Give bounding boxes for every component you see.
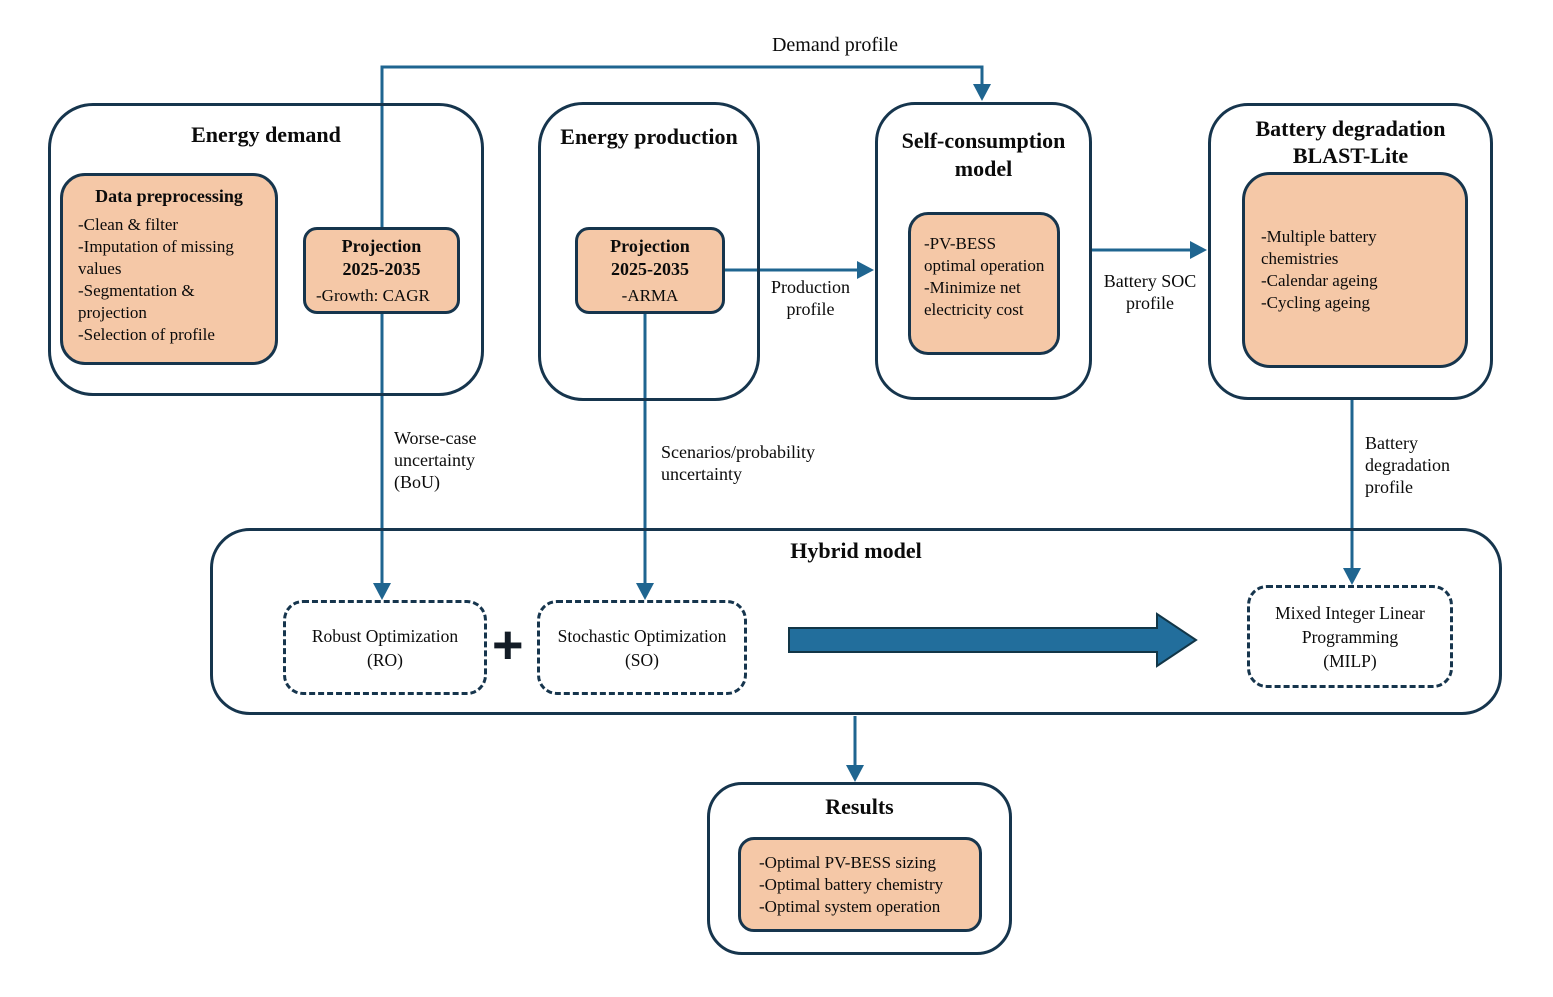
- production-projection-item: -ARMA: [621, 286, 679, 305]
- worse-case-uncertainty-label: Worse-case uncertainty (BoU): [394, 428, 477, 492]
- self-consumption-title2: model: [954, 156, 1013, 181]
- preprocessing-item: -Clean & filter: [78, 215, 179, 234]
- results-box: Results: [707, 782, 1012, 955]
- battery-degradation-arrowhead: [1343, 568, 1361, 585]
- demand-profile-line: [380, 65, 984, 593]
- scenarios-uncertainty-label: Scenarios/probability uncertainty: [661, 442, 815, 484]
- hybrid-model-box: Hybrid model: [210, 528, 1502, 715]
- production-profile-arrowhead: [857, 261, 874, 279]
- milp-abbrev: (MILP): [1323, 650, 1377, 671]
- results-item: -Optimal PV-BESS sizing: [759, 852, 936, 872]
- results-inner-box: -Optimal PV-BESS sizing -Optimal battery…: [738, 837, 982, 932]
- self-consumption-box: Self-consumption model: [875, 102, 1092, 400]
- results-arrowhead: [846, 765, 864, 782]
- worse-case-arrowhead: [373, 583, 391, 600]
- plus-operator: +: [492, 615, 524, 675]
- hybrid-model-title: Hybrid model: [790, 538, 922, 563]
- demand-projection-item: -Growth: CAGR: [316, 286, 430, 305]
- self-consumption-inner-box: -PV-BESS optimal operation -Minimize net…: [908, 212, 1060, 355]
- preprocessing-item: -Segmentation & projection: [78, 281, 195, 322]
- battery-degradation-box: Battery degradation BLAST-Lite: [1208, 103, 1493, 400]
- production-profile-label: Production profile: [771, 277, 850, 319]
- battery-degradation-inner-box: -Multiple battery chemistries -Calendar …: [1242, 172, 1468, 368]
- demand-profile-arrowhead: [973, 84, 991, 101]
- energy-production-box: Energy production: [538, 102, 760, 401]
- stochastic-optimization-abbrev: (SO): [624, 649, 660, 670]
- demand-projection-years: 2025-2035: [342, 259, 421, 279]
- battery-degradation-title: Battery degradation: [1255, 116, 1446, 141]
- data-preprocessing-title: Data preprocessing: [95, 186, 243, 206]
- preprocessing-item: -Imputation of missing values: [78, 237, 234, 278]
- stochastic-optimization-label: Stochastic Optimization: [557, 625, 727, 646]
- battery-degradation-item: -Calendar ageing: [1261, 271, 1378, 290]
- milp-box: Mixed Integer Linear Programming (MILP): [1247, 585, 1453, 688]
- energy-demand-box: Energy demand: [48, 103, 484, 396]
- demand-profile-label: Demand profile: [771, 34, 899, 56]
- battery-soc-arrowhead: [1190, 241, 1207, 259]
- energy-demand-title: Energy demand: [191, 122, 341, 147]
- results-item: -Optimal system operation: [759, 896, 941, 916]
- milp-label2: Programming: [1301, 626, 1399, 647]
- hybrid-block-arrow: [788, 612, 1198, 668]
- self-consumption-item: -Minimize net electricity cost: [924, 278, 1024, 319]
- scenarios-arrowhead: [636, 583, 654, 600]
- results-item: -Optimal battery chemistry: [759, 874, 944, 894]
- battery-soc-label: Battery SOC profile: [1103, 271, 1197, 313]
- results-title: Results: [825, 794, 894, 819]
- robust-optimization-abbrev: (RO): [367, 649, 403, 670]
- battery-degradation-item: -Cycling ageing: [1261, 293, 1371, 312]
- production-projection-title: Projection: [610, 236, 690, 256]
- self-consumption-title: Self-consumption: [901, 128, 1066, 153]
- stochastic-optimization-box: Stochastic Optimization (SO): [537, 600, 747, 695]
- demand-projection-box: Projection 2025-2035 -Growth: CAGR: [303, 227, 460, 314]
- battery-degradation-profile-label: Battery degradation profile: [1365, 433, 1450, 497]
- production-projection-years: 2025-2035: [611, 259, 689, 279]
- demand-projection-title: Projection: [341, 236, 422, 256]
- production-projection-box: Projection 2025-2035 -ARMA: [575, 227, 725, 314]
- battery-degradation-title2: BLAST-Lite: [1292, 143, 1409, 168]
- energy-production-title: Energy production: [560, 124, 738, 149]
- preprocessing-item: -Selection of profile: [78, 325, 215, 344]
- data-preprocessing-box: Data preprocessing -Clean & filter -Impu…: [60, 173, 278, 365]
- robust-optimization-box: Robust Optimization (RO): [283, 600, 487, 695]
- self-consumption-item: -PV-BESS optimal operation: [924, 234, 1045, 275]
- milp-label: Mixed Integer Linear: [1275, 602, 1425, 623]
- battery-degradation-item: -Multiple battery chemistries: [1261, 227, 1377, 268]
- robust-optimization-label: Robust Optimization: [311, 625, 459, 646]
